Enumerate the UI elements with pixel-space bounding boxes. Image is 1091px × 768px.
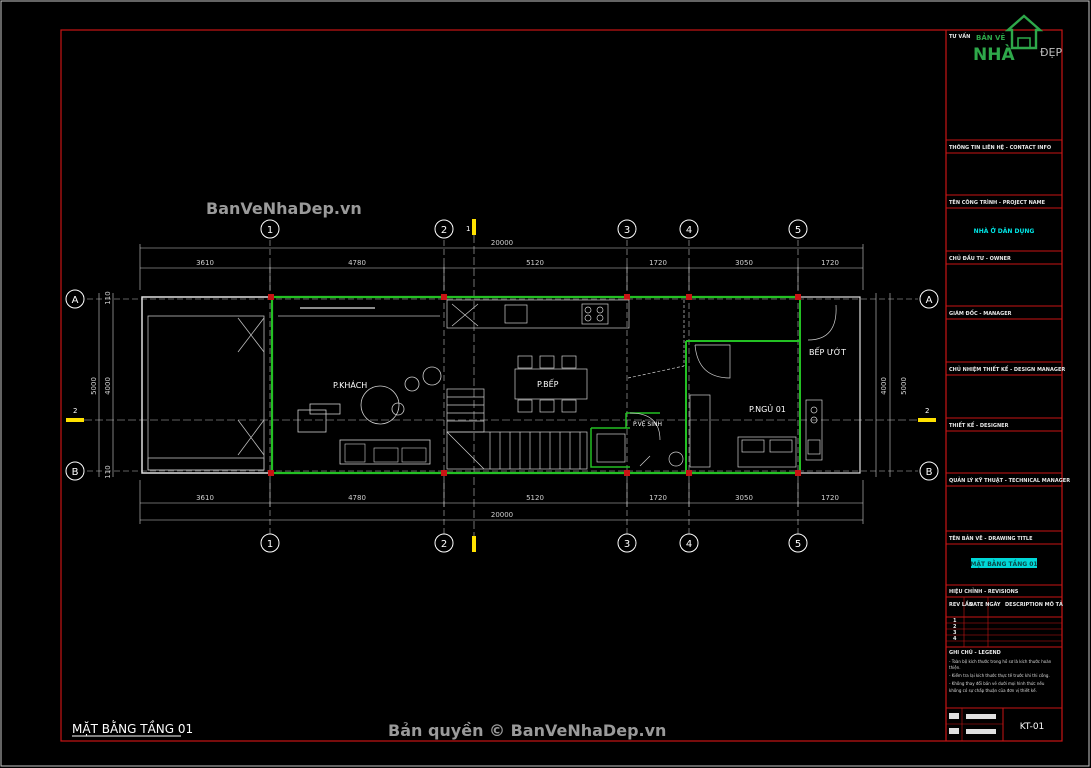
dimension-lines	[98, 244, 891, 524]
dim-total-bottom: 20000	[491, 511, 513, 519]
dim-bottom: 1720	[649, 494, 667, 502]
room-label-kitchen: P.BẾP	[537, 378, 559, 389]
logo-nha: NHÀ	[973, 43, 1015, 65]
axis-bubbles	[65, 219, 939, 553]
project-name-value: NHÀ Ở DÂN DỤNG	[974, 227, 1035, 235]
sheet-number: KT-01	[1020, 722, 1045, 732]
room-label-bedroom: P.NGỦ 01	[749, 403, 786, 414]
legend-line: - Toàn bộ kích thước trong hồ sơ là kích…	[949, 659, 1052, 664]
technical-manager-label: QUẢN LÝ KỸ THUẬT - TECHNICAL MANAGER	[949, 476, 1070, 484]
rev-col-rev: REV LẦN	[949, 599, 973, 608]
watermark-top: BanVeNhaDep.vn	[206, 199, 362, 218]
design-manager-label: CHỦ NHIỆM THIẾT KẾ - DESIGN MANAGER	[949, 365, 1065, 373]
contact-label: THÔNG TIN LIÊN HỆ - CONTACT INFO	[949, 143, 1051, 151]
axis-label-1-top: 1	[267, 225, 273, 236]
drawing-title-label: TÊN BẢN VẼ - DRAWING TITLE	[949, 534, 1033, 542]
consultant-label: TƯ VẤN	[949, 32, 970, 40]
drawing-frame	[60, 29, 1063, 742]
rev-col-description: DESCRIPTION MÔ TẢ	[1005, 600, 1063, 608]
legend-line: - Kiểm tra lại kích thước thực tế trước …	[949, 673, 1050, 678]
axis-label-3-top: 3	[624, 225, 630, 236]
company-logo: BẢN VẼ NHÀ ĐẸP	[973, 14, 1062, 65]
room-label-wc: P.VỆ SINH	[633, 420, 662, 428]
dim-bottom: 1720	[821, 494, 839, 502]
dim-side: 4000	[104, 377, 112, 395]
axis-label-2-bottom: 2	[441, 539, 447, 550]
axis-label-a-left: A	[72, 295, 79, 306]
axis-label-2-top: 2	[441, 225, 447, 236]
rev-row: 4	[953, 636, 957, 642]
dim-side: 5000	[900, 377, 908, 395]
axis-label-b-left: B	[72, 467, 79, 478]
dim-top: 3050	[735, 259, 753, 267]
title-block	[945, 30, 1062, 741]
dim-side: 110	[104, 465, 112, 478]
dim-side: 5000	[90, 377, 98, 395]
dim-side: 4000	[880, 377, 888, 395]
revisions-label: HIỆU CHỈNH - REVISIONS	[949, 587, 1019, 595]
owner-label: CHỦ ĐẦU TƯ - OWNER	[949, 253, 1011, 262]
legend-label: GHI CHÚ - LEGEND	[949, 649, 1001, 656]
axis-label-5-top: 5	[795, 225, 801, 236]
axis-label-a-right: A	[926, 295, 933, 306]
rev-row: 1	[953, 618, 957, 624]
room-label-living: P.KHÁCH	[333, 379, 367, 390]
axis-label-b-right: B	[926, 467, 933, 478]
axis-label-1-bottom: 1	[267, 539, 273, 550]
axis-label-4-bottom: 4	[686, 539, 692, 550]
dim-bottom: 5120	[526, 494, 544, 502]
dim-top: 4780	[348, 259, 366, 267]
dim-bottom: 4780	[348, 494, 366, 502]
dim-bottom: 3610	[196, 494, 214, 502]
rev-col-date: DATE NGÀY	[969, 601, 1001, 608]
axis-label-3-bottom: 3	[624, 539, 630, 550]
logo-dep: ĐẸP	[1040, 46, 1062, 59]
dim-bottom: 3050	[735, 494, 753, 502]
manager-label: GIÁM ĐỐC - MANAGER	[949, 309, 1012, 317]
legend-line: - Không thay đổi bản vẽ dưới mọi hình th…	[949, 681, 1045, 686]
drawing-title-value: MẶT BẰNG TẦNG 01	[970, 559, 1037, 568]
drawing-title: MẶT BẰNG TẦNG 01	[72, 720, 193, 736]
section-label-left: 2	[73, 407, 77, 415]
axis-label-4-top: 4	[686, 225, 692, 236]
designer-label: THIẾT KẾ - DESIGNER	[949, 421, 1009, 429]
watermark-bottom: Bản quyền © BanVeNhaDep.vn	[388, 721, 666, 740]
axis-label-5-bottom: 5	[795, 539, 801, 550]
room-label-wet-kitchen: BẾP ƯỚT	[809, 346, 846, 357]
section-label-top: 1	[466, 225, 470, 233]
project-name-label: TÊN CÔNG TRÌNH - PROJECT NAME	[949, 198, 1046, 206]
legend-line: thiện.	[949, 665, 960, 670]
drawing-title-highlight	[971, 558, 1037, 568]
dim-top: 5120	[526, 259, 544, 267]
dim-top: 1720	[649, 259, 667, 267]
dim-top: 1720	[821, 259, 839, 267]
section-label-right: 2	[925, 407, 929, 415]
section-markers	[66, 219, 936, 552]
floor-plan: P.KHÁCH P.BẾP P.VỆ SINH P.NGỦ 01 BẾP ƯỚT	[141, 294, 861, 476]
legend-line: không có sự chấp thuận của đơn vị thiết …	[949, 688, 1037, 693]
rev-row: 2	[953, 624, 957, 630]
dim-side: 110	[104, 291, 112, 304]
logo-ban-ve: BẢN VẼ	[976, 32, 1005, 42]
dim-top: 3610	[196, 259, 214, 267]
rev-row: 3	[953, 630, 957, 636]
dim-total-top: 20000	[491, 239, 513, 247]
